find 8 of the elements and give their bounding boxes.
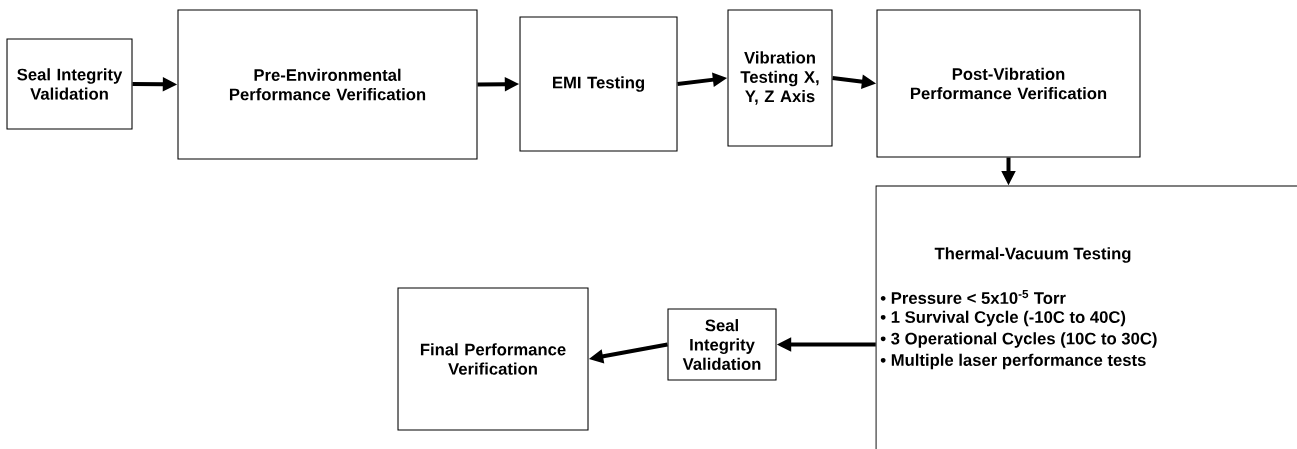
process-box: Post-Vibration Performance Verification	[876, 9, 1141, 158]
process-box: Pre-Environmental Performance Verification	[177, 9, 478, 160]
process-panel: Thermal-Vacuum Testing • Pressure < 5x10$^{-5}$ Torr • 1 Survival Cycle (-10C to 40C) • 3 Operational Cycles (10C to 30C) • Multiple laser performance tests	[875, 185, 1297, 449]
process-box: Final Performance Verification	[397, 287, 589, 431]
process-box: Seal Integrity Validation	[667, 308, 777, 381]
process-box: Vibration Testing X, Y, Z Axis	[727, 9, 833, 147]
process-box: Seal Integrity Validation	[6, 38, 133, 130]
process-box: EMI Testing	[519, 16, 678, 152]
